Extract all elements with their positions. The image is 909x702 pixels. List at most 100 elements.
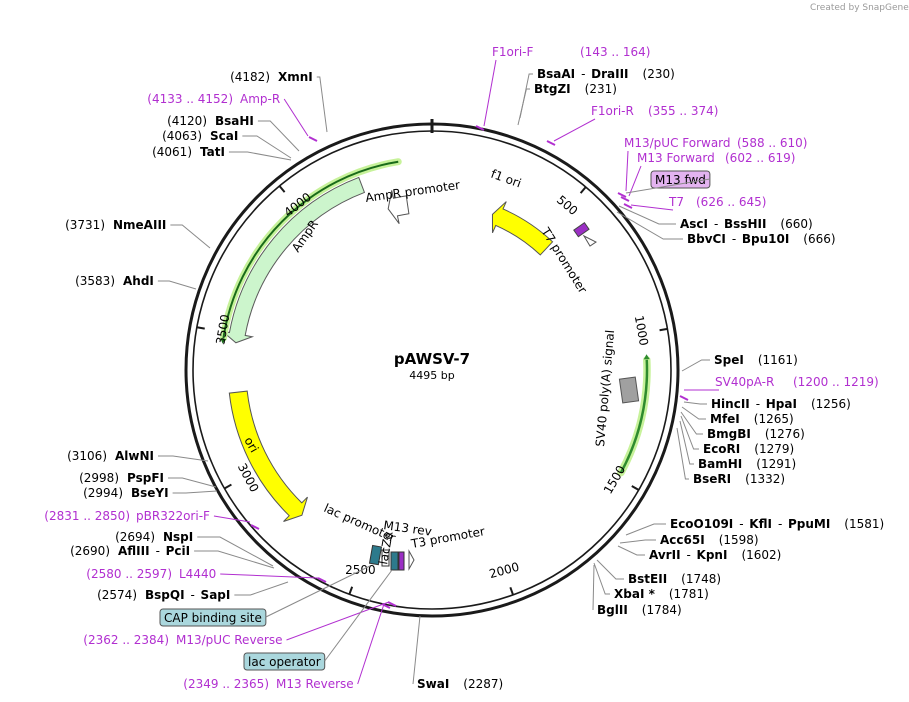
t3-promoter-arrow (408, 549, 415, 571)
enzyme-coord: (1332) (745, 472, 785, 486)
enzyme-name: MfeI (710, 412, 740, 426)
primer-tick (617, 192, 627, 198)
primer-range: (2349 .. 2365) (183, 677, 269, 691)
ampr-line (222, 160, 399, 339)
enzyme-label: BbvCI-Bpu10I(666) (616, 211, 836, 246)
enzyme-connector (625, 523, 666, 536)
enzyme-connector (593, 562, 610, 595)
m13-fwd-label-connector (625, 178, 710, 194)
enzyme-name: SpeI (714, 353, 744, 367)
enzyme-coord: (1276) (765, 427, 805, 441)
enzyme-name: SwaI (417, 677, 449, 691)
enzyme-sep: - (191, 588, 195, 602)
cap-site-label-connector (265, 565, 371, 618)
enzyme-label: TatI(4061) (152, 145, 292, 161)
t7-promoter-arrow (582, 234, 597, 247)
enzyme-label: NmeAIII(3731) (65, 218, 211, 249)
enzyme-label: BamHI(1291) (679, 420, 796, 471)
enzyme-label: XbaI *(1781) (593, 562, 709, 601)
primer-label: M13 Forward(602 .. 619) (620, 151, 795, 202)
lac-operator-label: lac operator (243, 569, 393, 671)
enzyme-name-2: HpaI (766, 397, 797, 411)
enzyme-connector (592, 564, 595, 611)
enzyme-name: EcoRI (703, 442, 740, 456)
enzyme-label: BmgBI (1276) (680, 411, 805, 441)
ampr-line-head (220, 338, 227, 344)
primer-range: (1200 .. 1219) (793, 375, 879, 389)
enzyme-coord: (231) (585, 82, 617, 96)
tick-label: 1500 (601, 463, 628, 496)
enzyme-sep: - (732, 232, 736, 246)
enzyme-name: HincII (711, 397, 750, 411)
enzyme-coord: (1581) (844, 517, 884, 531)
enzyme-coord: (1279) (754, 442, 794, 456)
primer-name: M13 Forward (637, 151, 715, 165)
enzyme-coord: (1784) (642, 603, 682, 617)
primer-connector (630, 204, 674, 211)
enzyme-name: AscI (680, 217, 708, 231)
primer-name: M13/pUC Forward (624, 136, 731, 150)
enzyme-label: BseYI(2994) (83, 486, 218, 500)
enzyme-connector (680, 415, 699, 450)
primer-label: F1ori-R(355 .. 374) (546, 104, 718, 146)
primer-tick (317, 577, 327, 583)
enzyme-label: MfeI(1265) (681, 406, 794, 426)
enzyme-name: BstEII (628, 572, 667, 586)
enzyme-connector (681, 406, 706, 420)
enzyme-name: BamHI (698, 457, 742, 471)
enzyme-label: SpeI(1161) (681, 353, 798, 372)
m13-fwd-label-text: M13 fwd (655, 173, 706, 187)
tick-mark (278, 185, 286, 193)
enzyme-name: BseRI (693, 472, 731, 486)
enzyme-label: PspFI(2998) (79, 471, 217, 488)
enzyme-coord: (3106) (67, 449, 107, 463)
enzyme-label: BspQI-SapI(2574) (97, 581, 289, 602)
primer-tick (250, 524, 260, 530)
enzyme-coord: (4120) (167, 114, 207, 128)
primer-range: (2831 .. 2850) (44, 509, 130, 523)
cap-site-label-box (159, 608, 267, 627)
enzyme-label: Acc65I(1598) (619, 533, 759, 547)
enzyme-name: XbaI * (614, 587, 656, 601)
tick-label: 500 (554, 193, 581, 218)
enzyme-connector (617, 545, 645, 556)
m13-rev-box (398, 551, 405, 571)
primer-name: F1ori-R (591, 104, 634, 118)
enzyme-label: AhdI(3583) (75, 274, 197, 290)
enzyme-label: BseRI (1332) (676, 427, 785, 486)
f1-ori-label: f1 ori (489, 167, 523, 191)
primer-connector (286, 601, 390, 641)
enzyme-name: BtgZI (534, 82, 571, 96)
enzyme-name: ScaI (210, 129, 238, 143)
tick-mark (348, 586, 354, 595)
primer-label: SV40pA-R(1200 .. 1219) (679, 375, 879, 401)
enzyme-connector (157, 280, 197, 290)
enzyme-coord: (2287) (463, 677, 503, 691)
enzyme-coord: (2690) (70, 544, 110, 558)
sv40-polya-line (619, 359, 649, 474)
enzyme-name: TatI (200, 145, 225, 159)
primer-name: T7 (668, 195, 684, 209)
enzyme-name-2: BssHII (724, 217, 766, 231)
primer-label: L4440(2580 .. 2597) (86, 567, 327, 583)
lac-operator-box (390, 551, 399, 571)
enzyme-name-2: PciI (166, 544, 191, 558)
enzyme-label: BstEII(1748) (596, 559, 721, 586)
sv40-gray-box (618, 376, 640, 404)
enzyme-label: AvrII-KpnI(1602) (617, 545, 781, 562)
enzyme-label: NspI(2694) (115, 530, 274, 567)
tick-label: 2000 (488, 560, 521, 581)
enzyme-connector (519, 73, 533, 119)
enzyme-name-2: DraIII (591, 67, 628, 81)
enzyme-connector (316, 76, 328, 133)
enzyme-name: BmgBI (707, 427, 751, 441)
enzyme-coord: (660) (780, 217, 812, 231)
enzyme-connector (618, 205, 676, 225)
enzyme-coord: (2994) (83, 486, 123, 500)
enzyme-sep: - (714, 217, 718, 231)
enzyme-sep: - (581, 67, 585, 81)
tick-mark (509, 586, 514, 596)
primer-range: (626 .. 645) (696, 195, 766, 209)
